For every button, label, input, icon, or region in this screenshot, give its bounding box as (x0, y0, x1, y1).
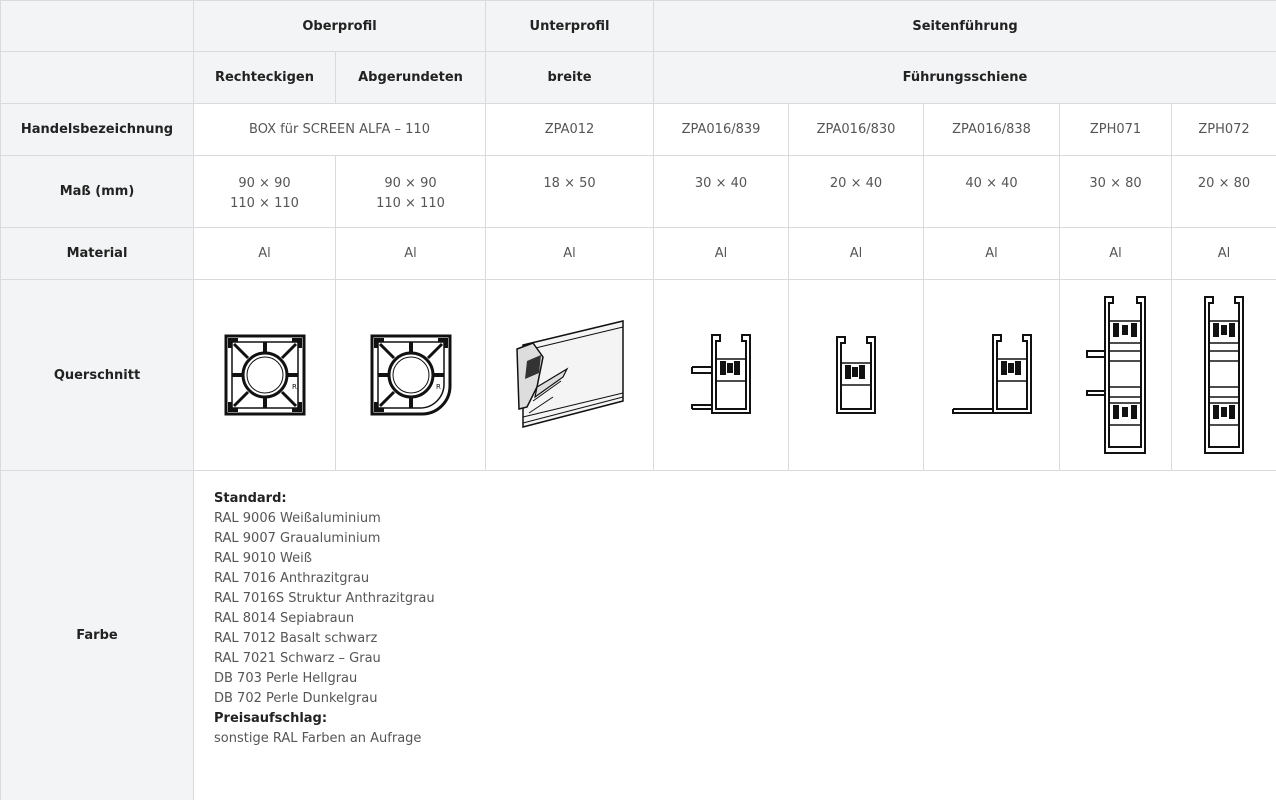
cell-zph072: ZPH072 (1171, 103, 1276, 156)
cell-material: Al (1059, 227, 1173, 280)
row-farbe: Farbe Standard: RAL 9006 Weißaluminium R… (0, 470, 1276, 800)
cell-zpa012: ZPA012 (485, 103, 655, 156)
header-abgerundeten: Abgerundeten (334, 51, 487, 104)
farbe-aufschlag-heading: Preisaufschlag: (214, 711, 328, 726)
cell-mass-zpa016-839: 30 × 40 (653, 155, 790, 228)
cell-zpa016-838: ZPA016/838 (923, 103, 1061, 156)
farbe-item: DB 703 Perle Hellgrau (214, 671, 358, 686)
farbe-item: RAL 9010 Weiß (214, 551, 312, 566)
mass-round-1: 90 × 90 (384, 176, 437, 191)
cell-box: BOX für SCREEN ALFA – 110 (192, 103, 487, 156)
row-handelsbezeichnung: Handelsbezeichnung BOX für SCREEN ALFA –… (0, 103, 1276, 156)
header-seitenfuehrung: Seitenführung (653, 0, 1276, 52)
svg-text:R: R (436, 383, 441, 391)
row-label-material: Material (0, 227, 194, 280)
cell-mass-rect: 90 × 90 110 × 110 (193, 155, 336, 228)
cell-querschnitt-zpa016-839 (653, 279, 790, 471)
header-corner-2 (0, 51, 194, 104)
farbe-item: RAL 7016 Anthrazitgrau (214, 571, 370, 586)
row-label-mass: Maß (mm) (0, 155, 194, 228)
header-oberprofil: Oberprofil (192, 0, 487, 52)
farbe-item: DB 702 Perle Dunkelgrau (214, 691, 378, 706)
cell-material: Al (653, 227, 790, 280)
farbe-aufschlag-item: sonstige RAL Farben an Aufrage (214, 731, 422, 746)
guide-rail-zph071-image (1085, 296, 1146, 454)
cell-querschnitt-zph071 (1059, 279, 1173, 471)
farbe-item: RAL 9007 Graualuminium (214, 531, 381, 546)
row-label-farbe: Farbe (0, 470, 194, 800)
row-label-querschnitt: Querschnitt (0, 279, 194, 471)
row-label-handelsbezeichnung: Handelsbezeichnung (0, 103, 194, 156)
row-querschnitt: Querschnitt R (0, 279, 1276, 471)
mass-rect-1: 90 × 90 (238, 176, 291, 191)
cell-material: Al (788, 227, 925, 280)
guide-rail-zpa016-838-image (951, 334, 1032, 414)
cell-material: Al (485, 227, 655, 280)
header-corner (0, 0, 194, 52)
mass-rect-2: 110 × 110 (230, 196, 299, 211)
farbe-item: RAL 8014 Sepiabraun (214, 611, 355, 626)
guide-rail-zpa016-830-image (836, 336, 877, 414)
header-row-1: Oberprofil Unterprofil Seitenführung (0, 0, 1276, 52)
cell-material: Al (923, 227, 1061, 280)
bottom-profile-image (515, 320, 624, 428)
box-rectangular-profile-image: R (224, 334, 305, 416)
cell-material: Al (193, 227, 336, 280)
guide-rail-zph072-image (1204, 296, 1245, 454)
farbe-standard-heading: Standard: (214, 491, 287, 506)
cell-querschnitt-zpa012 (485, 279, 655, 471)
cell-zpa016-830: ZPA016/830 (788, 103, 925, 156)
farbe-item: RAL 7016S Struktur Anthrazitgrau (214, 591, 435, 606)
row-material: Material Al Al Al Al Al Al Al Al (0, 227, 1276, 280)
farbe-item: RAL 7012 Basalt schwarz (214, 631, 378, 646)
cell-mass-zph071: 30 × 80 (1059, 155, 1173, 228)
header-unterprofil: Unterprofil (485, 0, 655, 52)
cell-querschnitt-zpa016-838 (923, 279, 1061, 471)
farbe-list: Standard: RAL 9006 Weißaluminium RAL 900… (192, 470, 1276, 800)
cell-zph071: ZPH071 (1059, 103, 1173, 156)
farbe-item: RAL 9006 Weißaluminium (214, 511, 381, 526)
cell-querschnitt-zpa016-830 (788, 279, 925, 471)
cell-querschnitt-zph072 (1171, 279, 1276, 471)
cell-querschnitt-rect: R (193, 279, 336, 471)
cell-mass-round: 90 × 90 110 × 110 (334, 155, 487, 228)
cell-querschnitt-round: R (334, 279, 487, 471)
cell-mass-zph072: 20 × 80 (1171, 155, 1276, 228)
cell-mass-zpa016-838: 40 × 40 (923, 155, 1061, 228)
farbe-item: RAL 7021 Schwarz – Grau (214, 651, 381, 666)
mass-round-2: 110 × 110 (376, 196, 445, 211)
cell-mass-zpa012: 18 × 50 (485, 155, 655, 228)
cell-material: Al (334, 227, 487, 280)
svg-text:R: R (292, 383, 297, 391)
cell-material: Al (1171, 227, 1276, 280)
cell-mass-zpa016-830: 20 × 40 (788, 155, 925, 228)
box-rounded-profile-image: R (370, 334, 451, 416)
header-fuehrungsschiene: Führungsschiene (653, 51, 1276, 104)
row-mass: Maß (mm) 90 × 90 110 × 110 90 × 90 110 ×… (0, 155, 1276, 228)
guide-rail-zpa016-839-image (691, 334, 752, 414)
header-rechteckigen: Rechteckigen (193, 51, 336, 104)
cell-zpa016-839: ZPA016/839 (653, 103, 790, 156)
header-breite: breite (485, 51, 655, 104)
header-row-2: Rechteckigen Abgerundeten breite Führung… (0, 51, 1276, 104)
